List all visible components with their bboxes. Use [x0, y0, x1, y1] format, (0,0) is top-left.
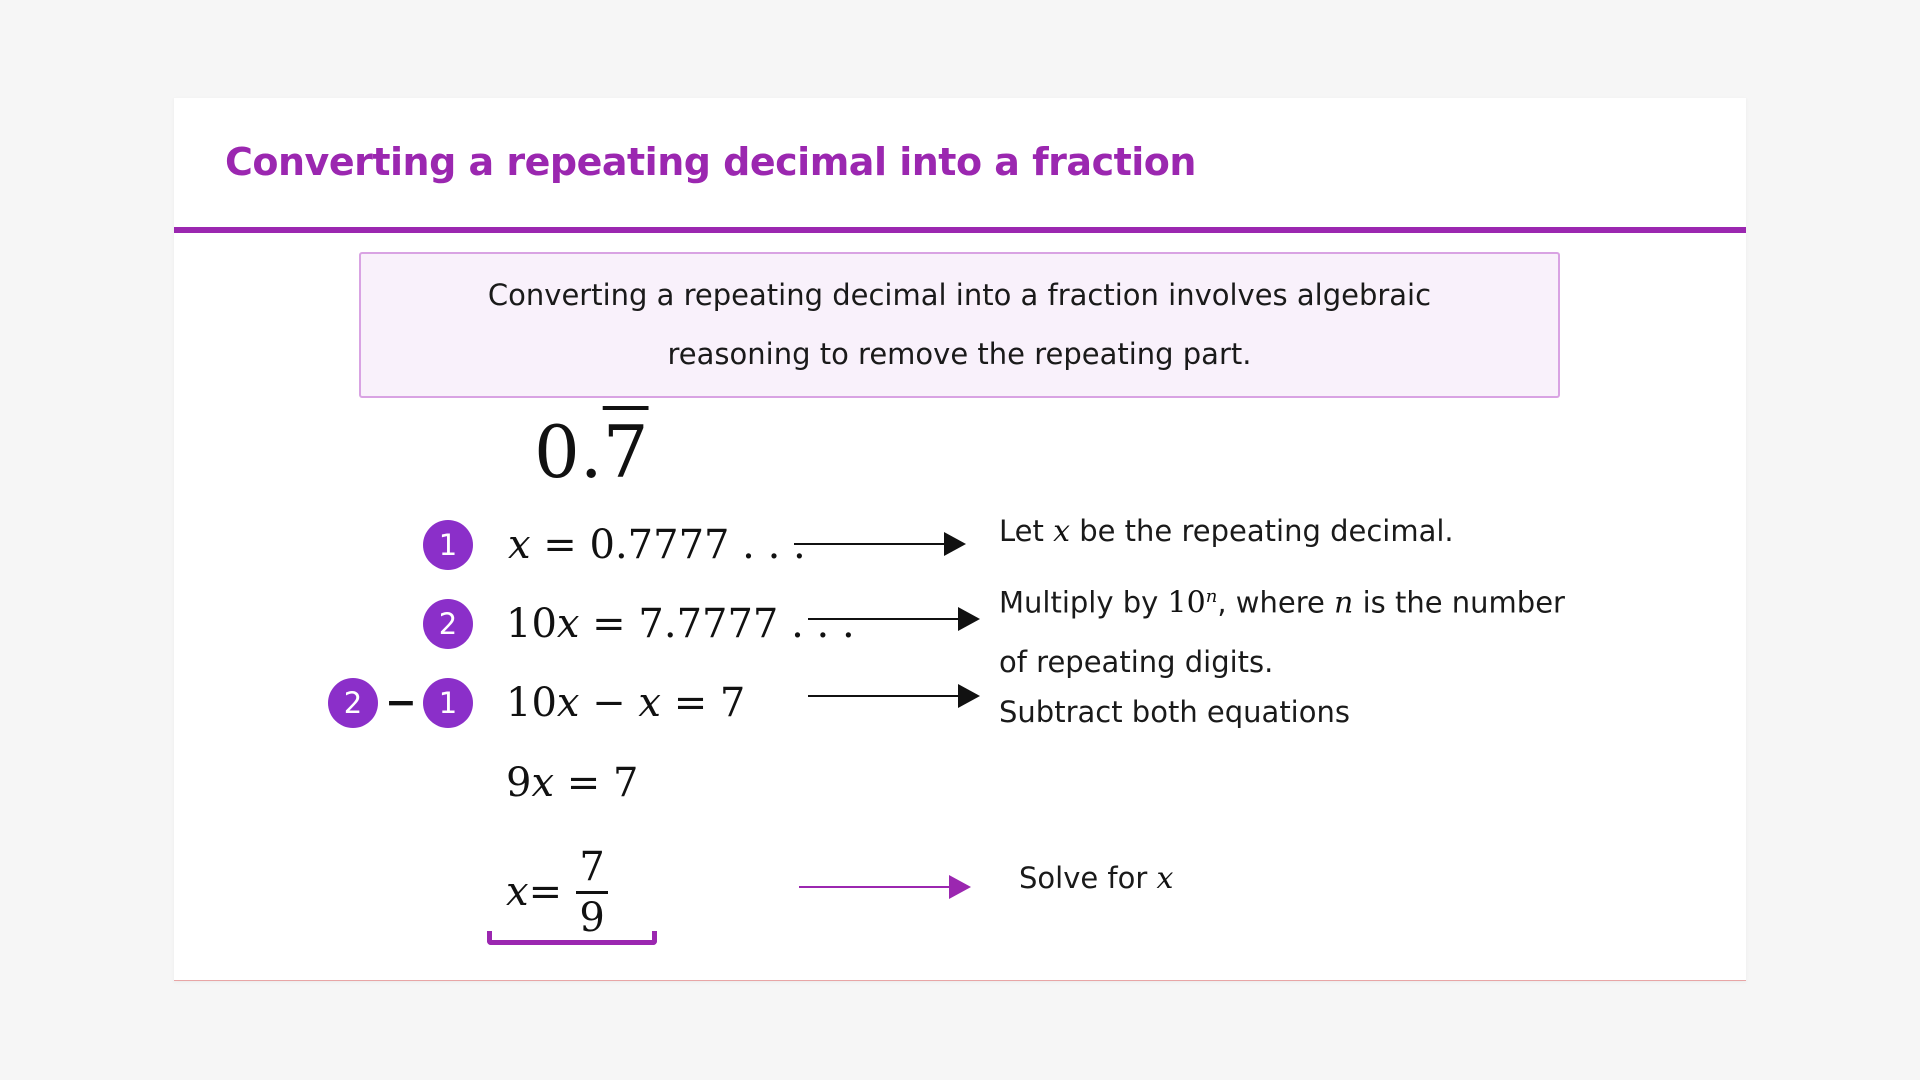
fraction-denominator: 9	[579, 894, 605, 941]
decimal-repeating-digit: 7	[602, 410, 649, 494]
note-text: Let	[999, 514, 1054, 548]
title-divider	[174, 227, 1746, 233]
note-subtract: Subtract both equations	[999, 695, 1350, 729]
slide-title: Converting a repeating decimal into a fr…	[225, 140, 1196, 184]
note-base: 10	[1167, 585, 1206, 621]
repeating-decimal: 0.7	[534, 416, 649, 488]
eq-var: x	[556, 601, 580, 647]
eq-var: x	[506, 869, 529, 915]
arrow-right-icon	[808, 684, 980, 708]
result-fraction: 7 9	[576, 843, 609, 942]
step-badge-2: 2	[423, 599, 473, 649]
eq-rhs: = 7.7777 . . .	[579, 601, 855, 647]
eq-var: x	[508, 522, 531, 568]
eq-minus: −	[579, 680, 639, 726]
eq-rhs: = 0.7777 . . .	[530, 522, 806, 568]
equation-step-2: 10x = 7.7777 . . .	[506, 604, 855, 644]
eq-var: x	[531, 760, 555, 806]
answer-bracket	[487, 931, 657, 945]
note-text: is the number of repeating digits.	[999, 585, 1565, 679]
note-var: x	[1156, 861, 1174, 896]
step-badge-2-operand: 2	[328, 678, 378, 728]
fraction-bar	[576, 890, 609, 894]
eq-equals: =	[528, 869, 563, 915]
decimal-whole: 0.	[534, 410, 603, 494]
step-badge-1: 1	[423, 520, 473, 570]
intro-text: Converting a repeating decimal into a fr…	[487, 278, 1432, 371]
note-let: Let x be the repeating decimal.	[999, 511, 1454, 552]
note-text: Multiply by	[999, 585, 1168, 620]
arrow-right-purple-icon	[799, 875, 971, 899]
equation-step-1: x = 0.7777 . . .	[508, 525, 806, 565]
equation-step-3: 10x − x = 7	[506, 683, 745, 723]
note-text: Solve for	[1019, 861, 1157, 895]
note-text: , where	[1217, 585, 1335, 620]
arrow-right-icon	[794, 532, 966, 556]
step-badge-1-operand: 1	[423, 678, 473, 728]
fraction-numerator: 7	[579, 843, 605, 890]
eq-coef: 9	[506, 760, 532, 806]
note-exponent: n	[1205, 586, 1218, 607]
equation-step-4: 9x = 7	[506, 763, 638, 803]
equation-step-5: x = 7 9	[506, 833, 609, 951]
slide-card: Converting a repeating decimal into a fr…	[174, 98, 1746, 981]
arrow-right-icon	[808, 607, 980, 631]
eq-var: x	[556, 680, 580, 726]
eq-coef: 10	[506, 680, 557, 726]
note-var: x	[1053, 514, 1070, 549]
minus-operator: −	[385, 680, 417, 724]
note-var: n	[1334, 585, 1354, 621]
eq-rhs: = 7	[554, 760, 639, 806]
note-solve: Solve for x	[1019, 858, 1173, 899]
note-multiply: Multiply by 10n, where n is the number o…	[999, 568, 1599, 691]
intro-callout: Converting a repeating decimal into a fr…	[359, 252, 1560, 398]
eq-coef: 10	[506, 601, 557, 647]
eq-var: x	[638, 680, 661, 726]
eq-rhs: = 7	[660, 680, 746, 726]
card-bottom-border	[174, 980, 1746, 981]
note-text: be the repeating decimal.	[1070, 514, 1454, 548]
